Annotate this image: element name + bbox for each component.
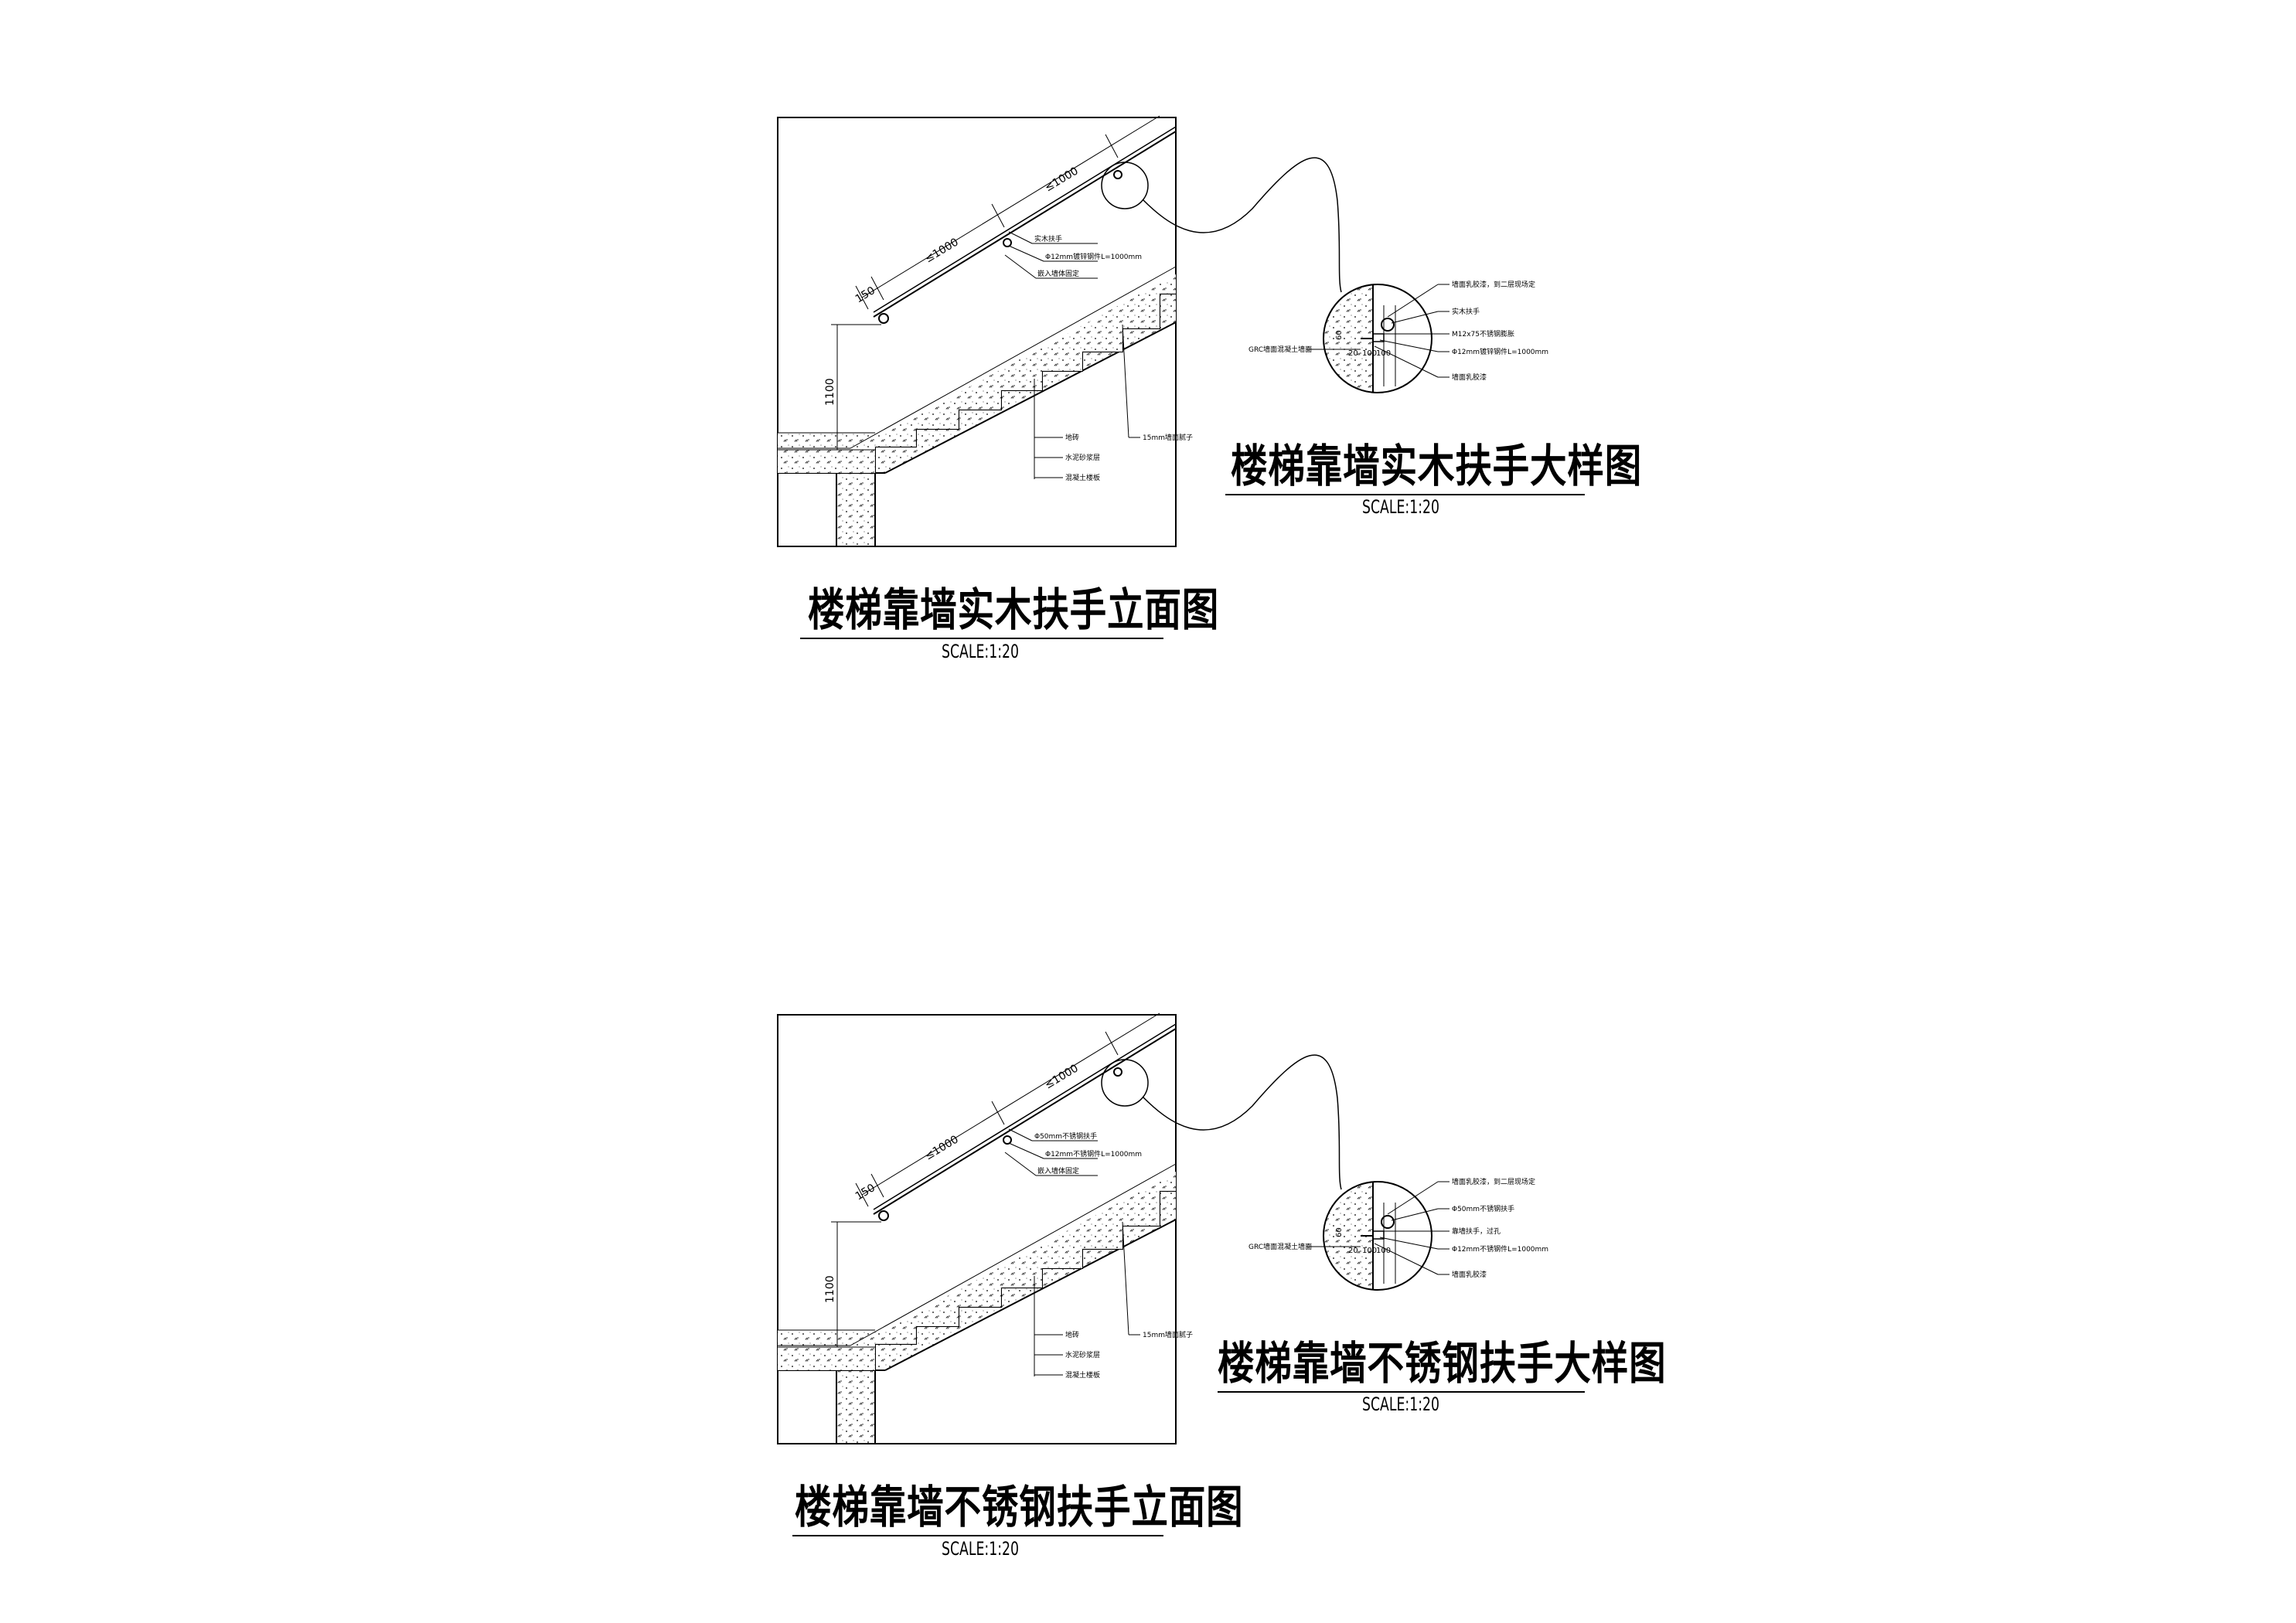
detail-dim-1-0: 60 — [1335, 330, 1344, 340]
handrail-label-1-1: Φ12mm镀锌钢件L=1000mm — [1045, 252, 1142, 261]
stair-label-1-2: 混凝土楼板 — [1065, 473, 1100, 482]
detail-label-1-3: Φ12mm镀锌钢件L=1000mm — [1452, 347, 1548, 356]
dim-height-2: 1100 — [824, 1275, 836, 1303]
stair-label-1-0: 地砖 — [1065, 433, 1079, 442]
detail-dim-2-1: 20 — [1348, 1247, 1358, 1255]
landing-column-1 — [836, 472, 876, 547]
detail-label-2-4: 墙面乳胶漆 — [1452, 1270, 1487, 1279]
handrail-label-1-0: 实木扶手 — [1034, 234, 1062, 243]
detail-left-label-2: GRC墙面混凝土墙面 — [1248, 1242, 1312, 1251]
stair-label-1-1: 水泥砂浆层 — [1065, 453, 1100, 462]
detail-left-label-1: GRC墙面混凝土墙面 — [1248, 345, 1312, 354]
elevation-scale-1: SCALE:1:20 — [942, 641, 1019, 662]
callout-connector-1 — [1142, 157, 1342, 293]
dim-top-2: ≤1000 — [1043, 1062, 1081, 1091]
handrail-label-2-1: Φ12mm不锈钢件L=1000mm — [1045, 1149, 1142, 1159]
callout-connector-2 — [1142, 1054, 1342, 1190]
detail-label-1-0: 墙面乳胶漆，到二层现场定 — [1452, 280, 1535, 289]
landing-column-2 — [836, 1370, 876, 1444]
elevation-frame-2 — [777, 1014, 1177, 1444]
elevation-title-2: 楼梯靠墙不锈钢扶手立面图 — [795, 1481, 1244, 1533]
dim-height-1: 1100 — [824, 378, 836, 406]
detail-circle-2 — [1323, 1181, 1432, 1291]
detail-label-1-4: 墙面乳胶漆 — [1452, 373, 1487, 382]
handrail-label-2-2: 嵌入墙体固定 — [1037, 1166, 1079, 1176]
stair-label-2-1: 水泥砂浆层 — [1065, 1350, 1100, 1359]
detail-dim-2-2: 100 — [1362, 1247, 1377, 1255]
detail-label-2-3: Φ12mm不锈钢件L=1000mm — [1452, 1244, 1548, 1254]
elevation-title-1: 楼梯靠墙实木扶手立面图 — [808, 584, 1220, 636]
detail-label-2-2: 靠墙扶手，过孔 — [1452, 1227, 1501, 1236]
handrail-1 — [873, 131, 1177, 318]
callout-circle-2 — [1101, 1059, 1149, 1107]
detail-scale-2: SCALE:1:20 — [1362, 1393, 1439, 1415]
detail-label-1-1: 实木扶手 — [1452, 307, 1480, 316]
detail-label-2-1: Φ50mm不锈钢扶手 — [1452, 1204, 1514, 1213]
stair-label-2-3: 15mm墙面腻子 — [1143, 1330, 1193, 1339]
callout-circle-1 — [1101, 162, 1149, 209]
detail-circle-1 — [1323, 284, 1432, 393]
stair-label-2-2: 混凝土楼板 — [1065, 1370, 1100, 1380]
detail-dim-1-3: 100 — [1376, 349, 1391, 358]
detail-title-2: 楼梯靠墙不锈钢扶手大样图 — [1218, 1337, 1667, 1390]
stair-label-2-0: 地砖 — [1065, 1330, 1079, 1339]
detail-dim-2-0: 60 — [1335, 1227, 1344, 1237]
detail-dim-1-2: 100 — [1362, 349, 1377, 358]
elevation-frame-1 — [777, 117, 1177, 547]
detail-label-2-0: 墙面乳胶漆，到二层现场定 — [1452, 1177, 1535, 1186]
detail-dim-2-3: 100 — [1376, 1247, 1391, 1255]
stair-label-1-3: 15mm墙面腻子 — [1143, 433, 1193, 442]
dim-mid-1: ≤1000 — [923, 236, 961, 265]
handrail-label-2-0: Φ50mm不锈钢扶手 — [1034, 1131, 1097, 1141]
detail-scale-1: SCALE:1:20 — [1362, 496, 1439, 518]
elevation-scale-2: SCALE:1:20 — [942, 1538, 1019, 1560]
dim-top-1: ≤1000 — [1043, 165, 1081, 194]
handrail-2 — [873, 1028, 1177, 1215]
dim-mid-2: ≤1000 — [923, 1133, 961, 1162]
drawing-1-svg: ≤1000 ≤1000 150 1100 实木扶手 Φ12mm镀锌钢件L=100… — [777, 115, 1585, 639]
drawing-2-svg: ≤1000 ≤1000 150 1100 Φ50mm不锈钢扶手 Φ12mm不锈钢… — [777, 1012, 1585, 1536]
detail-title-1: 楼梯靠墙实木扶手大样图 — [1231, 440, 1643, 492]
handrail-label-1-2: 嵌入墙体固定 — [1037, 269, 1079, 278]
detail-dim-1-1: 20 — [1348, 349, 1358, 358]
detail-label-1-2: M12x75不锈钢膨胀 — [1452, 329, 1514, 339]
